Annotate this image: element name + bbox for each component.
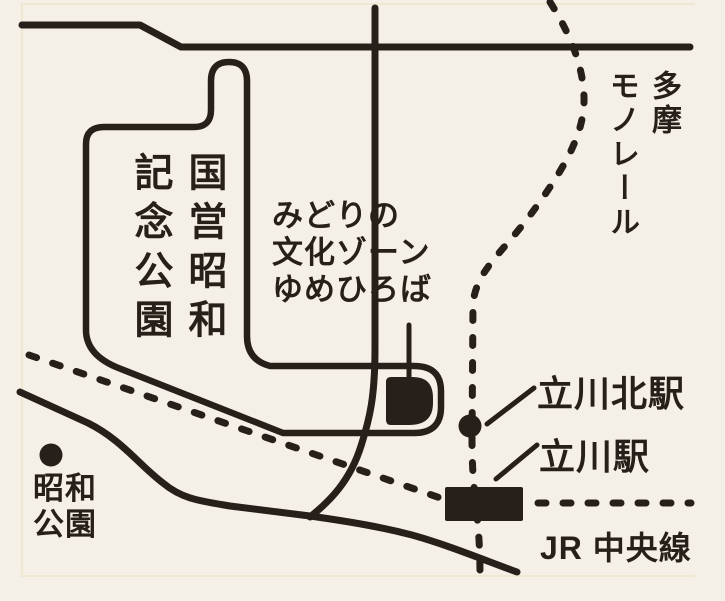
showa-park-line-2: 公園 xyxy=(33,507,97,542)
top-road xyxy=(18,21,694,51)
park-name-label: 国営昭和 記念公園 xyxy=(119,152,231,367)
tama-monorail-line-1: 多摩 xyxy=(647,70,680,138)
tachikawa-kita-leader-line xyxy=(484,385,537,427)
tachikawa-kita-station-dot xyxy=(458,414,482,438)
park-boundary-outline xyxy=(82,58,445,437)
park-name-line-2: 記念公園 xyxy=(129,152,172,348)
showa-park-label: 昭和 公園 xyxy=(33,471,97,543)
south-road xyxy=(16,388,521,576)
showa-park-dot xyxy=(39,443,63,467)
park-name-line-1: 国営昭和 xyxy=(183,152,226,348)
tachikawa-station-label: 立川駅 xyxy=(539,436,651,477)
tachikawa-leader-line xyxy=(493,442,540,482)
vertical-road xyxy=(306,4,379,521)
monorail-dashed-line xyxy=(468,0,588,581)
showa-park-line-1: 昭和 xyxy=(33,471,97,506)
tachikawa-kita-station-label: 立川北駅 xyxy=(537,373,686,414)
jr-chuo-line-label: JR 中央線 xyxy=(540,530,692,566)
midori-zone-line-2: 文化ゾーン xyxy=(272,235,431,270)
midori-zone-line-3: ゆめひろば xyxy=(272,272,432,307)
midori-zone-label: みどりの 文化ゾーン ゆめひろば xyxy=(272,197,432,308)
midori-zone-line-1: みどりの xyxy=(272,198,400,233)
tachikawa-station-building xyxy=(445,487,523,521)
yumehiroba-building xyxy=(386,377,433,425)
tama-monorail-label: 多摩 モノレール xyxy=(598,70,684,240)
tama-monorail-line-2: モノレール xyxy=(605,70,638,240)
jr-line-dashed-west xyxy=(25,351,453,505)
